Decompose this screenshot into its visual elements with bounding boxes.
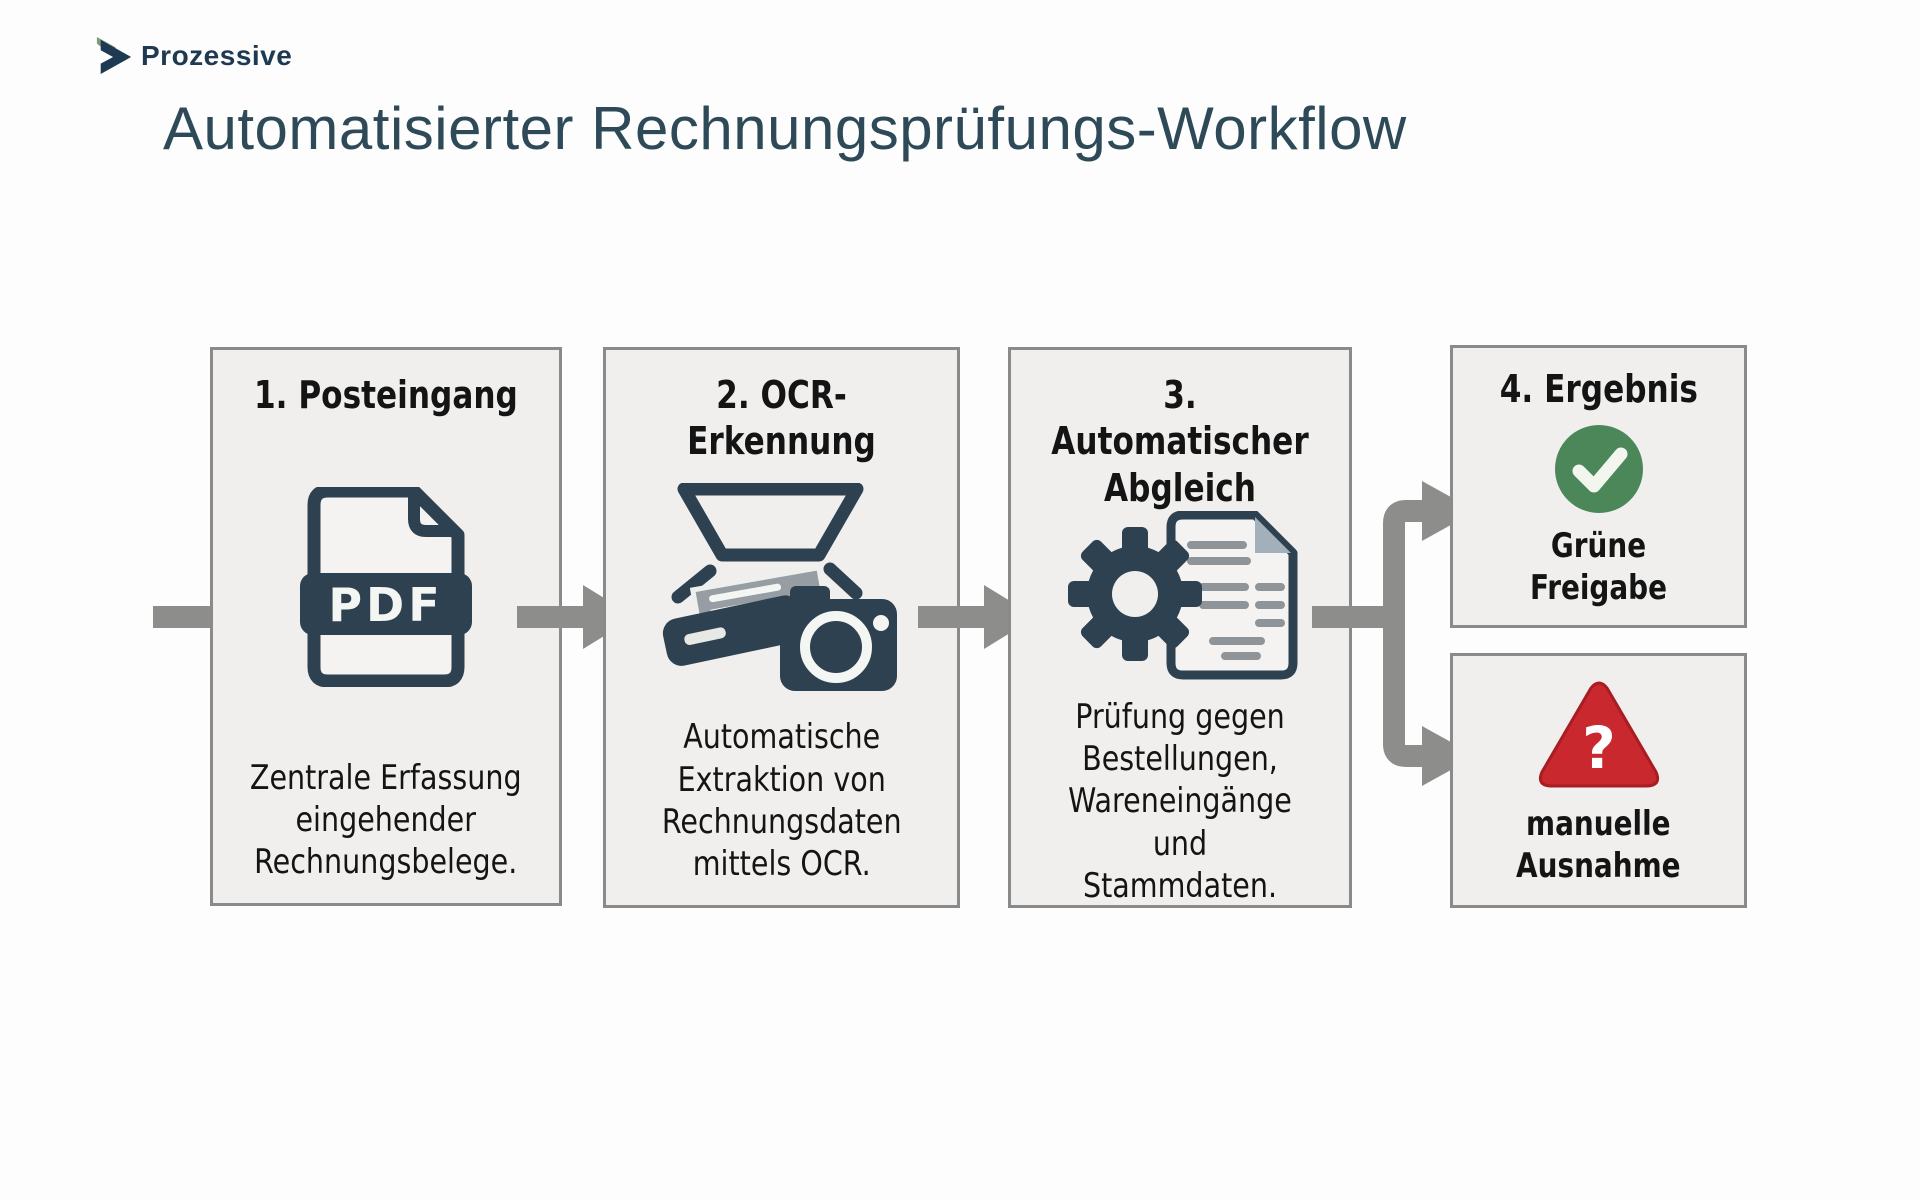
result-heading: 4. Ergebnis — [1499, 367, 1698, 411]
step-box-abgleich: 3. Automatischer Abgleich — [1008, 347, 1352, 908]
branch-arrow — [1312, 481, 1476, 786]
pdf-file-icon: PDF — [300, 487, 472, 688]
step-description: Prüfung gegen Bestellungen, Wareneingäng… — [1068, 697, 1292, 906]
gear-document-icon — [1067, 511, 1297, 680]
chevron-right-icon — [96, 37, 132, 75]
step-icon-zone: PDF — [213, 418, 559, 756]
logo-text: Prozessive — [141, 40, 293, 71]
step-heading: 2. OCR-Erkennung — [687, 373, 876, 464]
check-circle-icon — [1554, 425, 1643, 514]
step-box-ocr: 2. OCR-Erkennung Automatische — [603, 347, 960, 908]
result-icon-zone — [1453, 412, 1744, 526]
step-box-posteingang: 1. Posteingang PDF Zentrale Erfassung ei… — [210, 347, 562, 906]
result-icon-zone: ? — [1453, 656, 1744, 804]
step-icon-zone — [606, 465, 957, 717]
svg-text:?: ? — [1582, 714, 1616, 782]
step-icon-zone — [1011, 511, 1349, 696]
result-box-success: 4. Ergebnis Grüne Freigabe — [1450, 345, 1747, 628]
step-heading: 1. Posteingang — [254, 373, 518, 417]
step-description: Automatische Extraktion von Rechnungsdat… — [661, 717, 902, 884]
step-heading: 3. Automatischer Abgleich — [1051, 373, 1309, 510]
result-box-exception: ? manuelle Ausnahme — [1450, 653, 1747, 908]
warning-question-icon: ? — [1538, 681, 1659, 788]
page-title: Automatisierter Rechnungsprüfungs-Workfl… — [163, 95, 1407, 162]
svg-text:PDF: PDF — [328, 578, 443, 632]
exception-label: manuelle Ausnahme — [1516, 804, 1681, 886]
logo: Prozessive — [95, 34, 292, 78]
scanner-camera-icon — [662, 483, 897, 692]
step-description: Zentrale Erfassung eingehender Rechnungs… — [250, 757, 522, 882]
success-label: Grüne Freigabe — [1529, 526, 1668, 608]
